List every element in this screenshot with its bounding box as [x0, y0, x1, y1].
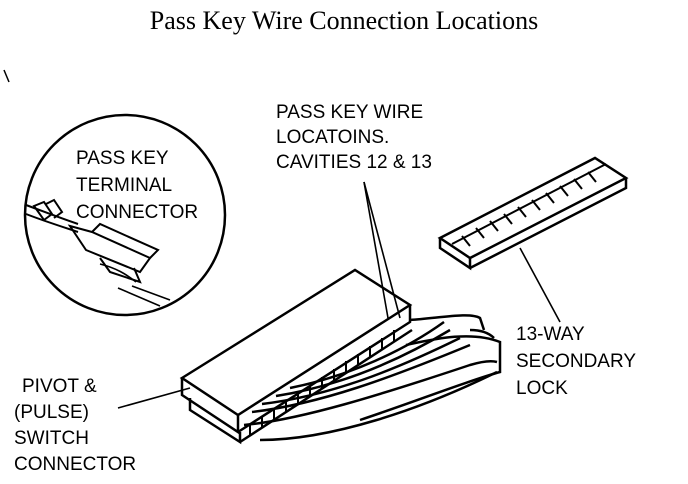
leader-lines: [117, 181, 561, 409]
pass-key-terminal-label: PASS KEY TERMINAL CONNECTOR: [76, 148, 198, 223]
secondary-lock-label: 13-WAY SECONDARY LOCK: [516, 324, 641, 399]
secondary-lock-drawing: [437, 156, 629, 271]
pivot-switch-connector-drawing: [179, 268, 502, 445]
corner-mark: [3, 69, 10, 83]
diagram-title: Pass Key Wire Connection Locations: [149, 6, 539, 35]
wire-locations-label: PASS KEY WIRE LOCATOINS. CAVITIES 12 & 1…: [276, 102, 432, 173]
pivot-switch-connector-label: PIVOT & (PULSE) SWITCH CONNECTOR: [14, 376, 136, 475]
terminal-detail-circle: [23, 113, 227, 317]
